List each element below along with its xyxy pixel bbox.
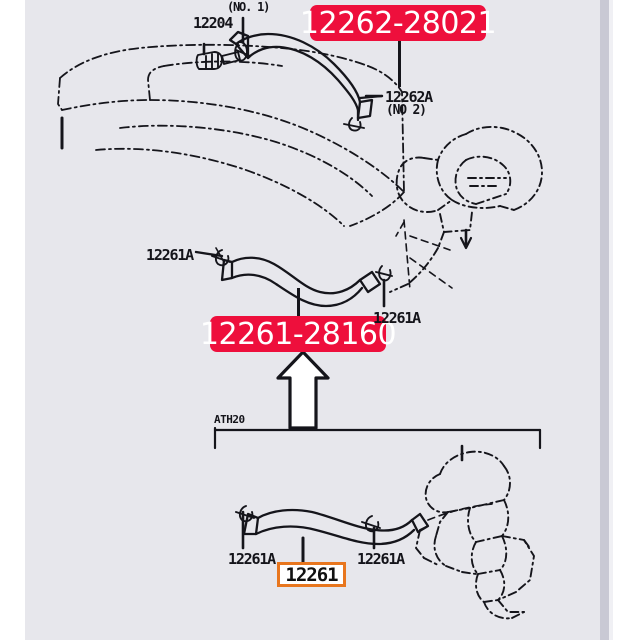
intake-arrow-head xyxy=(459,236,473,250)
reference-dotted-lines xyxy=(395,219,453,291)
air-intake-assembly xyxy=(389,126,543,293)
lower-frame-bracket xyxy=(213,426,542,450)
sheet-right-edge-shadow xyxy=(600,0,609,640)
cylinder-head-cover-outline xyxy=(57,43,405,227)
part-label-12261a-lower-left: 12261A xyxy=(228,550,276,568)
highlight-badge-12261-28160[interactable]: 12261-28160 xyxy=(199,316,397,352)
lower-ventilation-hose xyxy=(242,508,430,546)
sheet-right-edge-highlight xyxy=(609,0,613,640)
frame-label-ath20: ATH20 xyxy=(214,413,245,426)
part-label-no1: (NO. 1) xyxy=(227,0,270,14)
middle-ventilation-hose xyxy=(220,256,382,308)
part-label-12261a-middle-right: 12261A xyxy=(373,309,421,327)
highlight-badge-12261[interactable]: 12261 xyxy=(277,562,346,587)
part-label-12204: 12204 xyxy=(193,14,233,32)
part-label-12262a: 12262A xyxy=(385,88,433,106)
throttle-body-assembly xyxy=(415,450,535,620)
clamp-12261A-left xyxy=(211,249,231,267)
leader-stem-12262-28021 xyxy=(398,41,401,87)
leader-12261A-left xyxy=(194,250,224,258)
upward-pointing-arrow xyxy=(276,350,330,430)
clamp-12261A-lower-left xyxy=(235,505,255,550)
highlight-badge-12262-28021[interactable]: 12262-28021 xyxy=(299,5,497,41)
pcv-valve-12204 xyxy=(195,42,241,70)
upper-ventilation-hose xyxy=(228,30,374,122)
part-label-12261a-middle-left: 12261A xyxy=(146,246,194,264)
part-label-12261a-lower-right: 12261A xyxy=(357,550,405,568)
clamp-12261A-lower-right xyxy=(361,515,381,550)
part-label-no2: (NO 2) xyxy=(386,103,427,118)
leader-12262A xyxy=(358,94,384,100)
leader-stem-12261-28160 xyxy=(297,288,300,316)
clamp-12261A-right xyxy=(375,265,393,308)
